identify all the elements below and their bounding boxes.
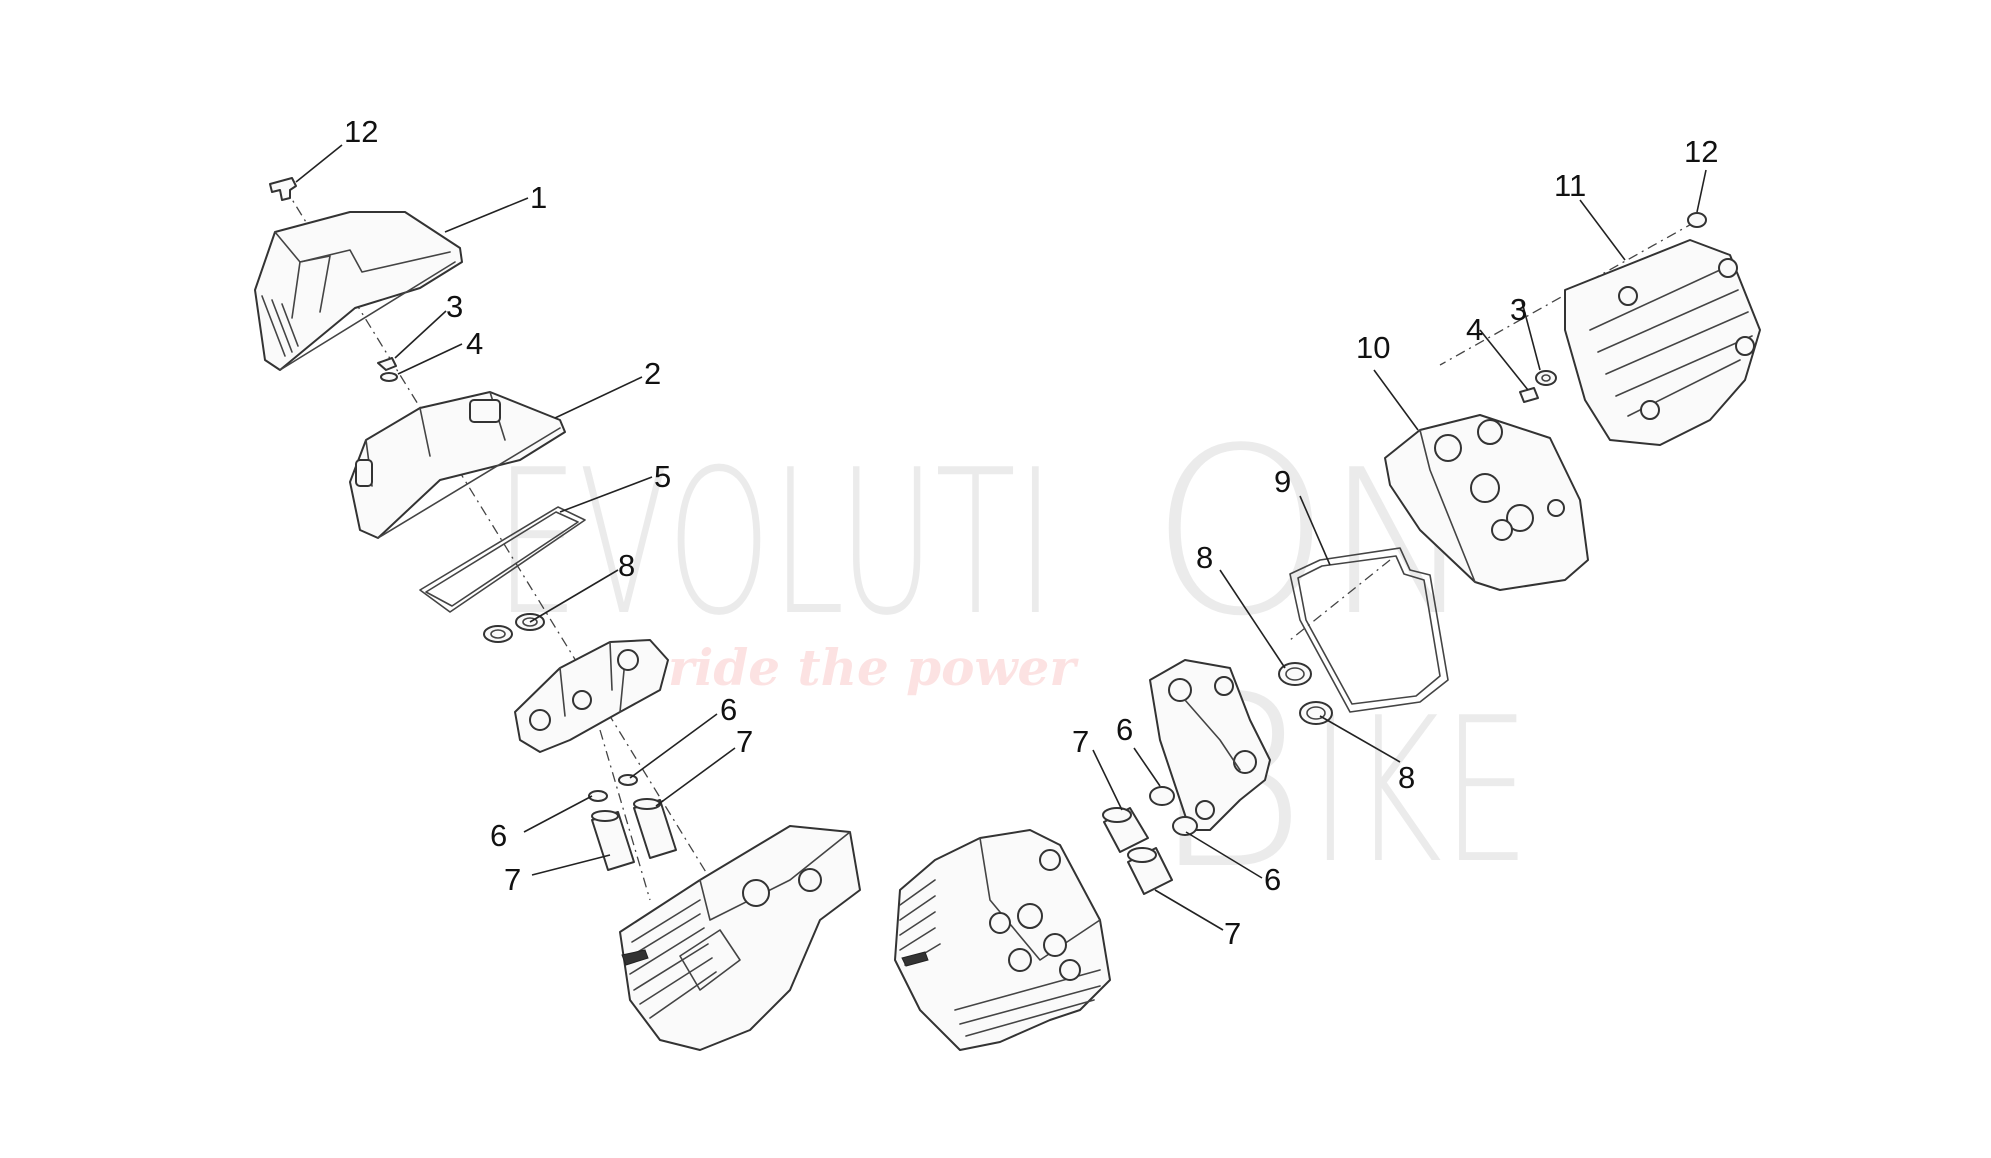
right-callouts: 12 11 3 4 10 9 8 8 6 7 6 7: [1072, 134, 1718, 951]
right-part-9-gasket: [1289, 547, 1449, 713]
callout-left-2: 2: [644, 356, 661, 391]
callout-right-8a: 8: [1196, 540, 1213, 575]
left-part-5-gasket: [419, 506, 586, 613]
left-callouts: 12 1 3 4 2 5 8 6 7 6 7: [344, 114, 753, 897]
callout-right-4: 4: [1466, 312, 1483, 347]
watermark-tagline: ride the power: [668, 638, 1079, 697]
callout-left-8: 8: [618, 548, 635, 583]
callout-right-10: 10: [1356, 330, 1390, 365]
right-part-7-sleeves: [1102, 807, 1173, 895]
right-part-3-4-washers: [1519, 370, 1557, 403]
callout-right-11: 11: [1554, 168, 1586, 203]
callout-right-6a: 6: [1116, 712, 1133, 747]
left-part-7-sleeves: [591, 798, 677, 871]
callout-left-7b: 7: [504, 862, 521, 897]
right-rocker-bracket: [1149, 659, 1271, 831]
left-cylinder-head: [619, 825, 861, 1051]
callout-left-5: 5: [654, 459, 671, 494]
left-axis-secondary: [599, 729, 651, 901]
right-part-11-finned-cover: [1564, 239, 1761, 446]
left-part-1-outer-cover: [254, 211, 463, 371]
callout-right-3: 3: [1510, 292, 1527, 327]
right-leaders: [1092, 169, 1707, 931]
left-part-6-washers: [588, 774, 638, 802]
callout-left-6a: 6: [720, 692, 737, 727]
callout-right-9: 9: [1274, 464, 1291, 499]
callout-right-7a: 7: [1072, 724, 1089, 759]
left-leaders: [295, 144, 736, 876]
watermark-brand-bottom: IKE: [1310, 675, 1530, 908]
right-part-12-cap: [1687, 212, 1707, 228]
left-part-3-4-bolt-washer: [377, 357, 398, 382]
right-part-6-washers: [1149, 786, 1198, 836]
callout-right-7b: 7: [1224, 916, 1241, 951]
right-axis-top: [1439, 221, 1696, 366]
watermark-brand-top: EVOLUTI: [495, 427, 1055, 660]
right-part-10-inner-cover: [1384, 414, 1589, 591]
left-part-2-inner-cover: [349, 391, 566, 539]
left-rocker-support: [514, 639, 669, 753]
callout-right-8b: 8: [1398, 760, 1415, 795]
callout-right-12: 12: [1684, 134, 1718, 169]
left-part-12-bolt: [269, 177, 297, 201]
callout-left-12: 12: [344, 114, 378, 149]
right-assembly: 12 11 3 4 10 9 8 8 6 7 6 7: [894, 134, 1761, 1051]
right-part-8-o-rings: [1278, 662, 1333, 725]
callout-left-6b: 6: [490, 818, 507, 853]
callout-left-1: 1: [530, 180, 547, 215]
left-axis-main: [284, 187, 761, 961]
callout-right-6b: 6: [1264, 862, 1281, 897]
right-cylinder-head: [894, 829, 1111, 1051]
left-assembly: 12 1 3 4 2 5 8 6 7 6 7: [254, 114, 861, 1051]
callout-left-4: 4: [466, 326, 483, 361]
callout-left-3: 3: [446, 289, 463, 324]
callout-left-7a: 7: [736, 724, 753, 759]
